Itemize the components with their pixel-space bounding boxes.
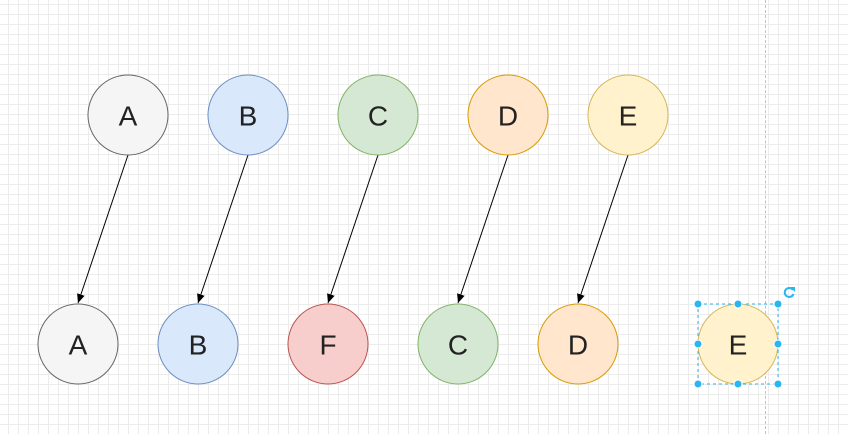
resize-handle-n[interactable] [733,299,743,309]
resize-handle-w[interactable] [693,339,703,349]
bottom-node-f[interactable]: F [287,303,369,385]
top-node-label: B [239,101,258,132]
top-node-label: C [368,101,388,132]
resize-handle-e[interactable] [773,339,783,349]
bottom-node-circle [287,303,369,385]
top-node-b[interactable]: B [207,74,289,156]
top-node-circle [337,74,419,156]
bottom-node-e[interactable]: E [697,303,779,385]
page-boundary-guide [765,0,766,434]
edge-tB-to-bB[interactable] [197,154,249,304]
bottom-node-circle [37,303,119,385]
edge-tE-to-bD[interactable] [577,154,629,304]
bottom-node-label: E [729,330,748,361]
top-node-a[interactable]: A [87,74,169,156]
top-node-label: A [119,101,138,132]
edge-tD-to-bC[interactable] [457,154,509,304]
edges-layer [77,154,629,304]
nodes-layer: A B C D E A B F C D E [37,74,779,385]
bottom-node-label: D [568,330,588,361]
bottom-node-label: C [448,330,468,361]
edge-tA-to-bA[interactable] [77,154,129,304]
bottom-node-label: B [189,330,208,361]
bottom-node-circle [157,303,239,385]
bottom-node-circle [417,303,499,385]
resize-handle-nw[interactable] [693,299,703,309]
resize-handle-sw[interactable] [693,379,703,389]
top-node-e[interactable]: E [587,74,669,156]
bottom-node-a[interactable]: A [37,303,119,385]
bottom-node-c[interactable]: C [417,303,499,385]
bottom-node-label: A [69,330,88,361]
top-node-label: E [619,101,638,132]
resize-handle-s[interactable] [733,379,743,389]
top-node-circle [207,74,289,156]
resize-handle-ne[interactable] [773,299,783,309]
selection-layer [693,287,795,389]
bottom-node-label: F [319,330,336,361]
edge-tC-to-bF[interactable] [327,154,379,304]
top-node-circle [467,74,549,156]
top-node-circle [587,74,669,156]
resize-handle-se[interactable] [773,379,783,389]
bottom-node-circle [537,303,619,385]
bottom-node-b[interactable]: B [157,303,239,385]
top-node-c[interactable]: C [337,74,419,156]
rotate-handle-icon[interactable] [783,287,795,298]
bottom-node-d[interactable]: D [537,303,619,385]
top-node-d[interactable]: D [467,74,549,156]
top-node-label: D [498,101,518,132]
top-node-circle [87,74,169,156]
